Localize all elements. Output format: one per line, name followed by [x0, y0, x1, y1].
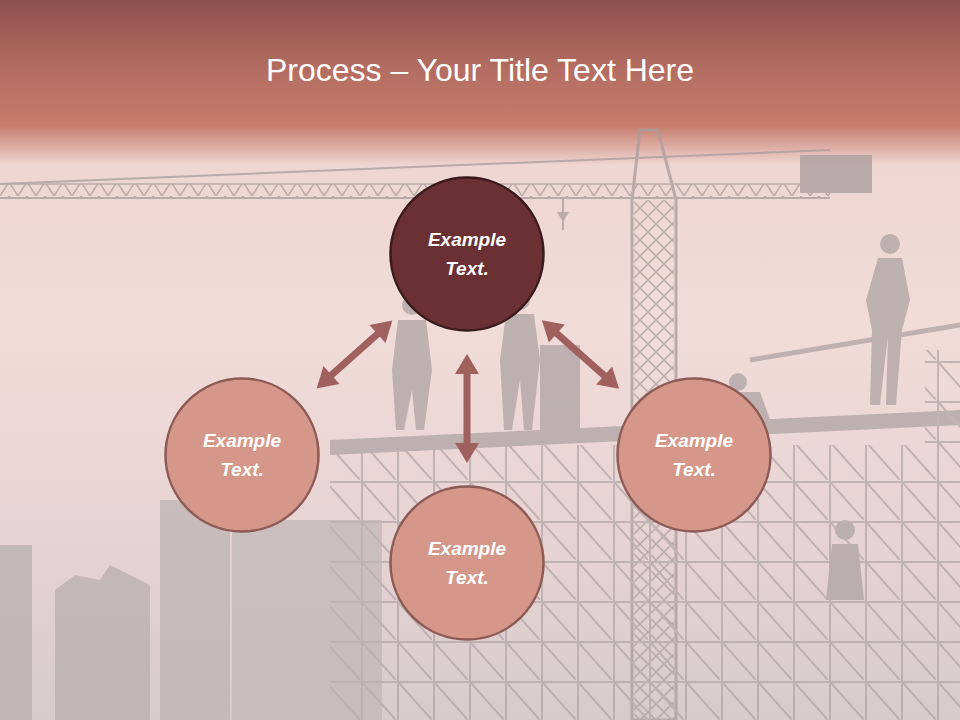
process-circle: Example Text.: [389, 485, 545, 641]
circle-shape: [166, 379, 319, 532]
circle-content: Example Text.: [164, 377, 320, 533]
double-arrow: [542, 320, 619, 388]
circle-outline: [389, 176, 545, 332]
node-text: Example Text.: [646, 426, 742, 484]
arrow-head: [542, 320, 565, 342]
circle-shape: [391, 178, 544, 331]
circle-outline: [616, 377, 772, 533]
node-text: Example Text.: [419, 534, 515, 592]
circle-outline: [389, 485, 545, 641]
arrow-shaft: [329, 331, 381, 377]
double-arrow: [317, 321, 393, 389]
arrow-head: [370, 321, 393, 343]
process-circle: Example Text.: [164, 377, 320, 533]
double-arrow: [455, 354, 479, 463]
process-circle: Example Text.: [616, 377, 772, 533]
process-circle: Example Text.: [389, 176, 545, 332]
node-text: Example Text.: [419, 225, 515, 283]
circle-content: Example Text.: [616, 377, 772, 533]
circle-outline: [164, 377, 320, 533]
arrow-head: [596, 366, 619, 388]
arrow-shaft: [464, 370, 471, 447]
circle-shape: [391, 487, 544, 640]
arrow-head: [455, 354, 479, 374]
circle-content: Example Text.: [389, 485, 545, 641]
slide-title: Process – Your Title Text Here: [0, 52, 960, 89]
arrow-head: [317, 366, 340, 388]
node-text: Example Text.: [194, 426, 290, 484]
arrow-shaft: [554, 331, 607, 378]
circle-shape: [618, 379, 771, 532]
circle-content: Example Text.: [389, 176, 545, 332]
arrow-head: [455, 443, 479, 463]
